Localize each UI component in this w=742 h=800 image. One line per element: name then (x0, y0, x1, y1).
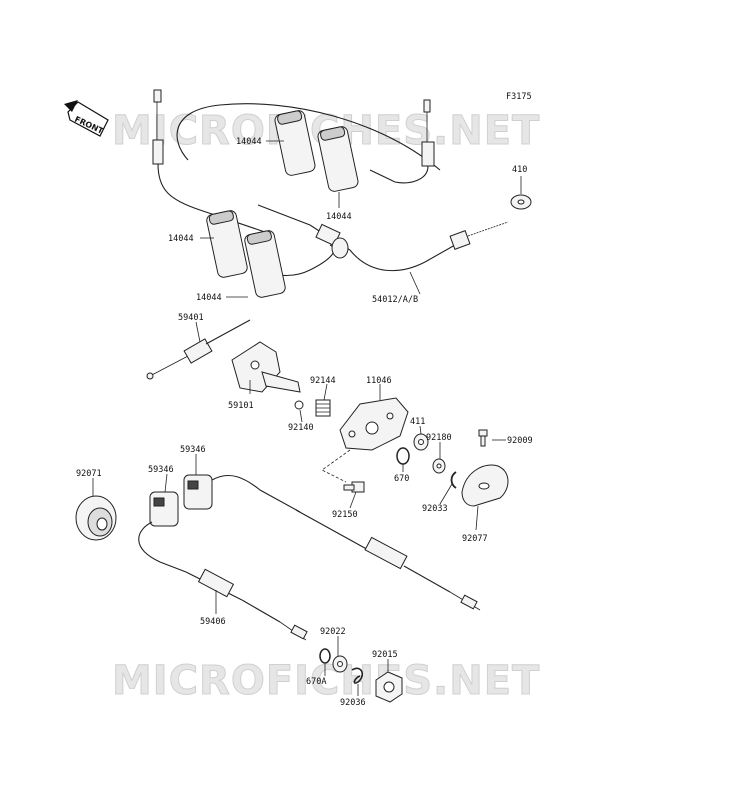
label-54012: 54012/A/B (372, 295, 418, 305)
washer-92180 (432, 458, 446, 474)
part-labels: 410 14044 14044 14044 14044 54012/A/B 59… (76, 137, 533, 708)
figure-code: F3175 (506, 92, 532, 102)
label-411: 411 (410, 417, 425, 427)
spring-92144 (315, 399, 331, 417)
bolt-92150 (343, 481, 365, 493)
label-14044-d: 14044 (196, 293, 222, 303)
label-59406: 59406 (200, 617, 226, 627)
knob-92077 (461, 464, 509, 507)
ball-92140 (294, 400, 304, 410)
front-arrow-icon: FRONT (64, 100, 109, 137)
bushing-92071 (75, 495, 117, 541)
label-670: 670 (394, 474, 409, 484)
label-14044-b: 14044 (326, 212, 352, 222)
label-92077: 92077 (462, 534, 488, 544)
o-ring-670 (396, 447, 410, 465)
label-92140: 92140 (288, 423, 314, 433)
washer-410 (510, 194, 532, 210)
label-92022: 92022 (320, 627, 346, 637)
clip-92033 (450, 471, 457, 489)
label-14044-c: 14044 (168, 234, 194, 244)
label-670A: 670A (306, 677, 326, 687)
bolt-92009 (478, 429, 488, 447)
label-59346-b: 59346 (180, 445, 206, 455)
washer-92022 (332, 655, 348, 673)
cable-block-14044-upper-left (274, 110, 316, 176)
nut-92015 (375, 671, 403, 703)
cable-block-14044-lower-left (206, 210, 248, 278)
label-11046: 11046 (366, 376, 392, 386)
cable-block-14044-lower-right (244, 230, 286, 298)
cable-block-59346-left (149, 491, 179, 527)
label-92071: 92071 (76, 469, 102, 479)
cable-block-59346-right (183, 474, 213, 510)
label-92144: 92144 (310, 376, 336, 386)
leader-lines (92, 140, 522, 696)
housing-11046 (321, 397, 409, 483)
label-92033: 92033 (422, 504, 448, 514)
washer-411 (413, 433, 429, 451)
o-ring-670A (319, 648, 331, 664)
label-59346-a: 59346 (148, 465, 174, 475)
label-59401: 59401 (178, 313, 204, 323)
lower-cable-assembly (138, 475, 481, 641)
cable-block-14044-upper-right (317, 126, 359, 192)
watermark-bottom: MICROFICHES.NET (112, 658, 540, 704)
label-59101: 59101 (228, 401, 254, 411)
label-92036: 92036 (340, 698, 366, 708)
label-92015: 92015 (372, 650, 398, 660)
lever-59101 (231, 341, 301, 393)
lock-washer-92036 (351, 667, 364, 684)
label-92150: 92150 (332, 510, 358, 520)
label-92009: 92009 (507, 436, 533, 446)
cable-59401 (146, 319, 251, 380)
label-92180: 92180 (426, 433, 452, 443)
label-14044-a: 14044 (236, 137, 262, 147)
label-410: 410 (512, 165, 527, 175)
throttle-cable-assembly (152, 89, 509, 276)
